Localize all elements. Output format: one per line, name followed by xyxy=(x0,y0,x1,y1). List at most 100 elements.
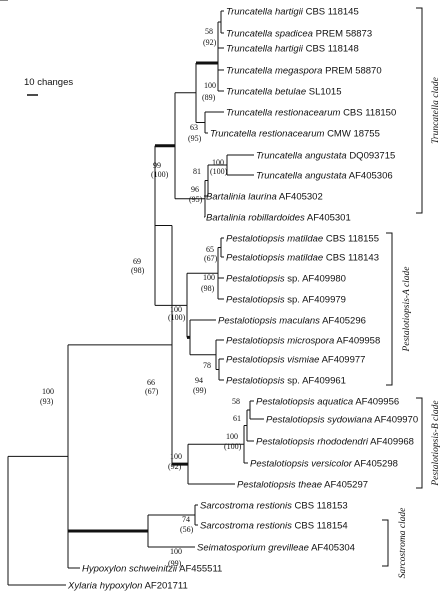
support-upper-hypoxylon-ingroup: 100 xyxy=(42,387,54,396)
support-lower-truncatella-pestalotiopsis-a: (98) xyxy=(131,266,145,275)
taxon-genus: Bartalinia xyxy=(206,192,246,203)
taxon-label: Truncatella angustata AF405306 xyxy=(256,171,393,182)
clade-label-sarcostroma: Sarcostroma clade xyxy=(398,508,408,579)
support-upper-p-matildae-pair: 65 xyxy=(206,245,214,254)
taxon-species: theae xyxy=(298,480,322,491)
taxon-species: aquatica xyxy=(317,397,353,408)
taxon-species: versicolor xyxy=(311,459,352,470)
taxon-strain: AF405296 xyxy=(322,316,366,327)
taxon-genus: Truncatella xyxy=(226,87,272,98)
taxon-genus: Pestalotiopsis xyxy=(237,480,296,491)
taxon-label: Pestalotiopsis microspora AF409958 xyxy=(226,336,380,347)
scale-bar-label: 10 changes xyxy=(24,77,73,88)
taxon-label: Truncatella restionacearum CBS 118150 xyxy=(226,108,396,119)
taxon-strain: AF409961 xyxy=(302,376,346,387)
taxon-species: restionis xyxy=(257,521,293,532)
taxon-genus: Truncatella xyxy=(256,151,302,162)
taxon-label: Pestalotiopsis matildae CBS 118155 xyxy=(226,234,379,245)
taxon-species: sydowiana xyxy=(327,415,372,426)
taxon-strain: AF405304 xyxy=(311,543,355,554)
taxon-label: Truncatella hartigii CBS 118148 xyxy=(226,44,359,55)
support-lower-p-aquatica-group: (100) xyxy=(224,442,242,451)
taxon-label: Pestalotiopsis sydowiana AF409970 xyxy=(266,415,418,426)
taxon-genus: Xylaria xyxy=(67,581,97,591)
taxon-strain: PREM 58873 xyxy=(316,29,373,40)
clade-bracket-sarcostroma xyxy=(382,519,389,567)
support-upper-p-microspora-group: 94 xyxy=(195,376,203,385)
taxon-species: laurina xyxy=(248,192,277,203)
support-upper-p-matildae-group: 100 xyxy=(203,273,215,282)
taxon-species: robillardoides xyxy=(248,213,305,224)
clade-bracket-pestalotiopsis-b xyxy=(416,397,423,489)
taxon-genus: Pestalotiopsis xyxy=(226,234,285,245)
support-lower-p-microspora-group: (99) xyxy=(193,386,207,395)
taxon-species: restionacearum xyxy=(259,129,325,140)
taxon-genus: Bartalinia xyxy=(206,213,246,224)
taxon-genus: Pestalotiopsis xyxy=(226,336,285,347)
support-upper-t-hartigii-spadicea: 58 xyxy=(205,27,213,36)
taxon-strain: CMW 18755 xyxy=(327,129,380,140)
taxon-strain: AF405302 xyxy=(279,192,323,203)
taxon-genus: Pestalotiopsis xyxy=(256,397,315,408)
support-lower-truncatella-core: (89) xyxy=(202,93,216,102)
clade-label-truncatella: Truncatella clade xyxy=(431,77,441,144)
taxon-species: betulae xyxy=(275,87,306,98)
taxon-strain: SL1015 xyxy=(309,87,342,98)
taxon-strain: CBS 118153 xyxy=(295,501,348,512)
taxon-strain: AF409958 xyxy=(336,336,380,347)
support-upper-angustata-laurina: 81 xyxy=(193,167,201,176)
taxon-label: Pestalotiopsis theae AF405297 xyxy=(237,480,368,491)
support-upper-t-angustata: 100 xyxy=(212,158,224,167)
support-upper-angustata-bartalinia: 96 xyxy=(191,185,199,194)
taxon-species: sp. xyxy=(287,295,300,306)
taxon-strain: AF405298 xyxy=(354,459,398,470)
taxon-label: Bartalinia robillardoides AF405301 xyxy=(206,213,351,224)
taxon-strain: AF409956 xyxy=(355,397,399,408)
taxon-strain: AF409968 xyxy=(370,437,414,448)
taxon-species: grevilleae xyxy=(268,543,309,554)
support-upper-truncatella-pestalotiopsis-a: 69 xyxy=(133,257,141,266)
taxon-species: maculans xyxy=(279,316,320,327)
taxon-genus: Truncatella xyxy=(226,44,272,55)
support-upper-truncatella-core: 100 xyxy=(204,81,216,90)
taxon-species: sp. xyxy=(287,376,300,387)
taxon-genus: Truncatella xyxy=(256,171,302,182)
support-lower-truncatella-clade: (100) xyxy=(151,170,169,179)
taxon-label: Pestalotiopsis sp. AF409979 xyxy=(226,295,346,306)
taxon-labels: Truncatella hartigii CBS 118145Truncatel… xyxy=(67,7,418,591)
support-upper-ingroup-66: 66 xyxy=(147,378,155,387)
taxon-species: spadicea xyxy=(275,29,313,40)
taxon-genus: Pestalotiopsis xyxy=(218,316,277,327)
taxon-genus: Pestalotiopsis xyxy=(266,415,325,426)
taxon-label: Pestalotiopsis rhododendri AF409968 xyxy=(256,437,414,448)
support-upper-p-aquatica: 58 xyxy=(232,397,240,406)
taxon-genus: Pestalotiopsis xyxy=(250,459,309,470)
taxon-species: matildae xyxy=(287,253,323,264)
support-lower-p-matildae-pair: (67) xyxy=(204,254,218,263)
support-upper-p-aquatica-group: 100 xyxy=(226,432,238,441)
taxon-strain: CBS 118148 xyxy=(306,44,359,55)
taxon-genus: Seimatosporium xyxy=(197,543,266,554)
taxon-genus: Truncatella xyxy=(226,66,272,77)
taxon-species: vismiae xyxy=(287,355,319,366)
taxon-genus: Truncatella xyxy=(226,7,272,18)
taxon-strain: AF405301 xyxy=(307,213,351,224)
taxon-label: Pestalotiopsis aquatica AF409956 xyxy=(256,397,399,408)
support-upper-pestalotiopsis-b-clade: 100 xyxy=(170,452,182,461)
support-upper-sarcostroma-clade: 100 xyxy=(170,547,182,556)
taxon-species: hartigii xyxy=(275,7,304,18)
support-upper-truncatella-clade: 99 xyxy=(153,161,161,170)
taxon-species: angustata xyxy=(305,151,347,162)
taxon-strain: DQ093715 xyxy=(349,151,395,162)
taxon-label: Xylaria hypoxylon AF201711 xyxy=(67,581,188,591)
clade-label-pestalotiopsis-a: Pestalotiopsis-A clade xyxy=(402,266,412,352)
support-lower-p-maculans-group: (100) xyxy=(168,313,186,322)
taxon-strain: CBS 118155 xyxy=(326,234,379,245)
taxon-species: schweinitzii xyxy=(129,564,178,575)
taxon-genus: Truncatella xyxy=(210,129,256,140)
taxon-genus: Truncatella xyxy=(226,29,272,40)
taxon-strain: AF405297 xyxy=(324,480,368,491)
taxon-strain: AF409980 xyxy=(302,274,346,285)
